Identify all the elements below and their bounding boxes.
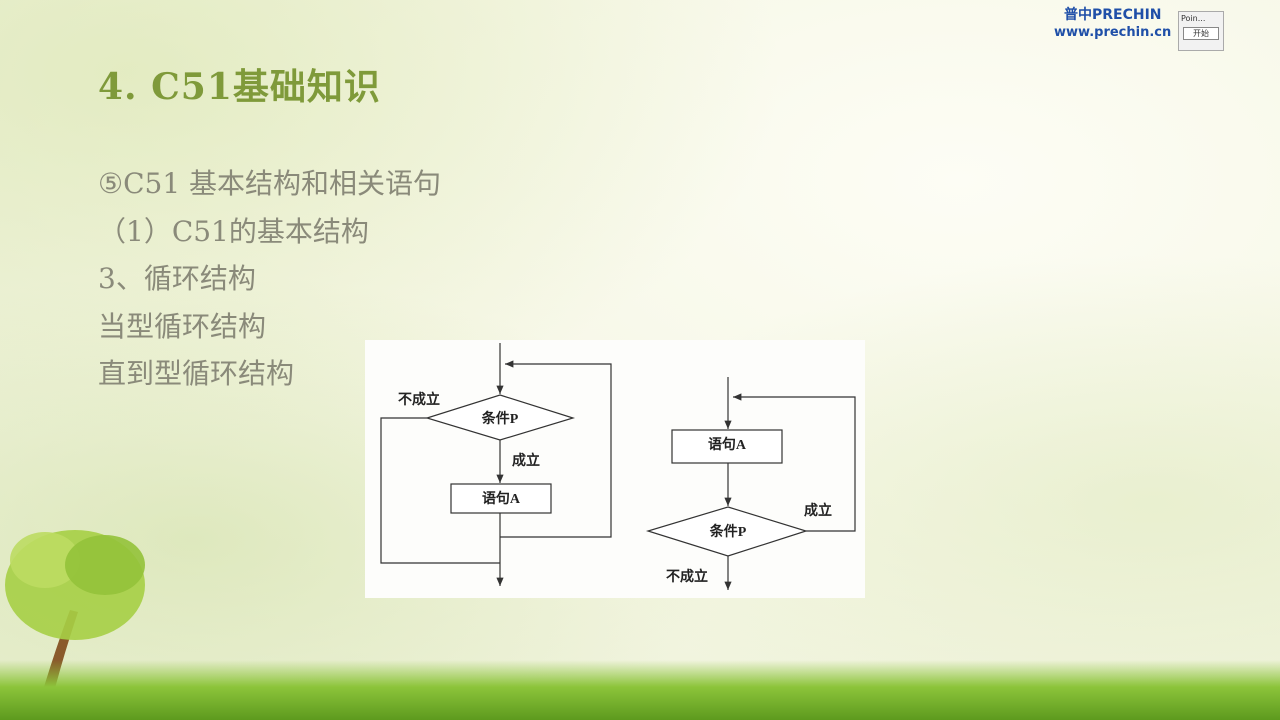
statement-box [671, 429, 783, 464]
do-until-flowchart [645, 377, 856, 590]
while-loop-flowchart [380, 343, 612, 586]
until-true-label: 成立 [804, 502, 832, 519]
body-line-2: （1）C51的基本结构 [98, 215, 369, 248]
body-line-1: ⑤C51 基本结构和相关语句 [98, 167, 442, 200]
brand-name: 普中PRECHIN [1064, 7, 1162, 23]
body-line-3: 3、循环结构 [98, 262, 256, 295]
false-branch-line [380, 417, 500, 564]
while-true-label: 成立 [512, 452, 540, 469]
mini-window[interactable]: Poin... 开始 [1178, 11, 1224, 51]
brand-watermark: 普中PRECHIN www.prechin.cn [1054, 6, 1171, 42]
until-statement-label: 语句A [708, 436, 747, 453]
while-false-label: 不成立 [398, 391, 440, 408]
flowchart-panel [365, 340, 865, 598]
while-statement-label: 语句A [482, 490, 521, 507]
tree-decoration [5, 530, 145, 700]
loop-back-line [500, 360, 612, 538]
mini-window-title: Poin... [1181, 14, 1206, 23]
until-condition-label: 条件P [709, 523, 747, 540]
body-line-4: 当型循环结构 [98, 310, 267, 343]
statement-box [450, 483, 552, 514]
slide-title: 4. C51基础知识 [98, 66, 381, 108]
while-condition-label: 条件P [481, 410, 519, 427]
grass-decoration [0, 660, 1280, 720]
until-false-label: 不成立 [666, 568, 708, 585]
loop-back-line [733, 393, 856, 532]
brand-url: www.prechin.cn [1054, 25, 1172, 40]
start-button[interactable]: 开始 [1183, 27, 1219, 40]
body-line-5: 直到型循环结构 [98, 357, 295, 390]
